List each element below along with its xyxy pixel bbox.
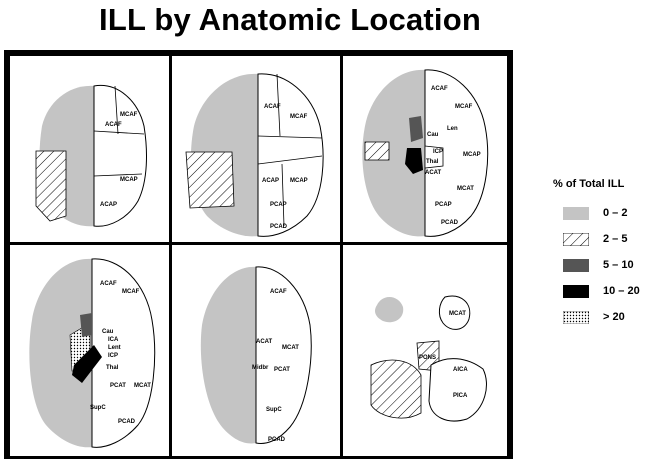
legend-item: 5 – 10 — [563, 257, 643, 273]
region-label-acaf: ACAF — [264, 104, 281, 110]
region-label-pcat: PCAT — [274, 367, 290, 373]
region-label-acap: ACAP — [100, 202, 117, 208]
legend-title: % of Total ILL — [553, 178, 625, 190]
panel-1: ACAF MCAF MCAP ACAP — [10, 56, 169, 242]
panel-2: ACAF MCAF ACAP MCAP PCAP PCAD — [172, 56, 340, 242]
region-label-pcad: PCAD — [270, 224, 288, 230]
legend: % of Total ILL 0 – 2 2 – 5 5 – 10 10 – 2… — [553, 178, 649, 348]
region-label-acaf: ACAF — [100, 281, 117, 287]
region-label-mcat: MCAT — [134, 383, 151, 389]
region-label-supc: SupC — [90, 405, 106, 411]
right-hemisphere-outline — [93, 84, 147, 227]
black-swatch — [563, 285, 589, 298]
region-label-pcap: PCAP — [435, 202, 452, 208]
region-label-mcap: MCAP — [290, 178, 308, 184]
legend-item: 10 – 20 — [563, 283, 643, 299]
brain-slice-5: ACAF ACAT MCAT Midbr PCAT SupC PCAD — [200, 266, 312, 444]
legend-label: 2 – 5 — [603, 233, 628, 245]
region-label-acaf: ACAF — [431, 86, 448, 92]
region-label-midbr: Midbr — [252, 365, 269, 371]
panel-4: ACAF MCAF Cau ICA Lent ICP Thal PCAT MCA… — [10, 245, 169, 456]
region-label-supc: SupC — [266, 407, 282, 413]
region-label-pica: PICA — [453, 393, 468, 399]
region-label-acat: ACAT — [425, 170, 442, 176]
legend-label: 10 – 20 — [603, 285, 640, 297]
region-label-icp: ICP — [433, 149, 443, 155]
region-label-len: Len — [447, 126, 458, 132]
legend-label: > 20 — [603, 311, 625, 323]
region-label-thal: Thal — [106, 365, 119, 371]
region-label-pons: PONS — [419, 355, 436, 361]
legend-item: 0 – 2 — [563, 205, 643, 221]
panel-3: ACAF MCAF Len Cau ICP Thal MCAP ACAT MCA… — [343, 56, 507, 242]
region-label-mcaf: MCAF — [455, 104, 473, 110]
brain-slice-6: MCAT PONS AICA PICA — [370, 295, 487, 422]
region-label-aica: AICA — [453, 367, 468, 373]
region-label-mcap: MCAP — [120, 177, 138, 183]
region-label-pcat: PCAT — [110, 383, 126, 389]
region-label-pcad: PCAD — [118, 419, 136, 425]
region-label-mcaf: MCAF — [122, 289, 140, 295]
region-label-acat: ACAT — [256, 339, 273, 345]
panel-5: ACAF ACAT MCAT Midbr PCAT SupC PCAD — [172, 245, 340, 456]
panel-6: MCAT PONS AICA PICA — [343, 245, 507, 456]
region-label-pcap: PCAP — [270, 202, 287, 208]
region-label-acaf: ACAF — [270, 289, 287, 295]
brain-slice-2: ACAF MCAF ACAP MCAP PCAP PCAD — [185, 73, 324, 237]
region-label-pcad: PCAD — [268, 437, 286, 443]
region-label-lent: Lent — [108, 345, 121, 351]
brain-slice-4: ACAF MCAF Cau ICA Lent ICP Thal PCAT MCA… — [29, 258, 156, 448]
dot-stipple-swatch — [563, 311, 589, 324]
light-gray-swatch — [563, 207, 589, 220]
region-label-mcat: MCAT — [449, 311, 466, 317]
dark-gray-swatch — [563, 259, 589, 272]
region-label-acap: ACAP — [262, 178, 279, 184]
region-label-mcaf: MCAF — [290, 114, 308, 120]
legend-item: > 20 — [563, 309, 643, 325]
region-label-mcat: MCAT — [457, 186, 474, 192]
brain-slice-1: ACAF MCAF MCAP ACAP — [35, 84, 147, 227]
anatomic-panel-grid: ACAF MCAF MCAP ACAP ACAF MCAF ACAP MCAP … — [4, 50, 513, 459]
legend-label: 0 – 2 — [603, 207, 628, 219]
legend-item: 2 – 5 — [563, 231, 643, 247]
hatched-region — [35, 150, 67, 222]
region-label-cau: Cau — [102, 329, 114, 335]
region-label-mcat: MCAT — [282, 345, 299, 351]
figure-title: ILL by Anatomic Location — [99, 2, 481, 37]
hatch-swatch — [563, 233, 589, 246]
region-label-cau: Cau — [427, 132, 439, 138]
region-label-mcaf: MCAF — [120, 112, 138, 118]
region-label-mcap: MCAP — [463, 152, 481, 158]
region-label-thal: Thal — [426, 159, 439, 165]
brain-slice-3: ACAF MCAF Len Cau ICP Thal MCAP ACAT MCA… — [362, 69, 489, 237]
region-label-pcad: PCAD — [441, 220, 459, 226]
legend-label: 5 – 10 — [603, 259, 634, 271]
region-label-acaf: ACAF — [105, 122, 122, 128]
region-label-icp: ICP — [108, 353, 118, 359]
region-label-ica: ICA — [108, 337, 119, 343]
hatched-region — [185, 151, 235, 209]
